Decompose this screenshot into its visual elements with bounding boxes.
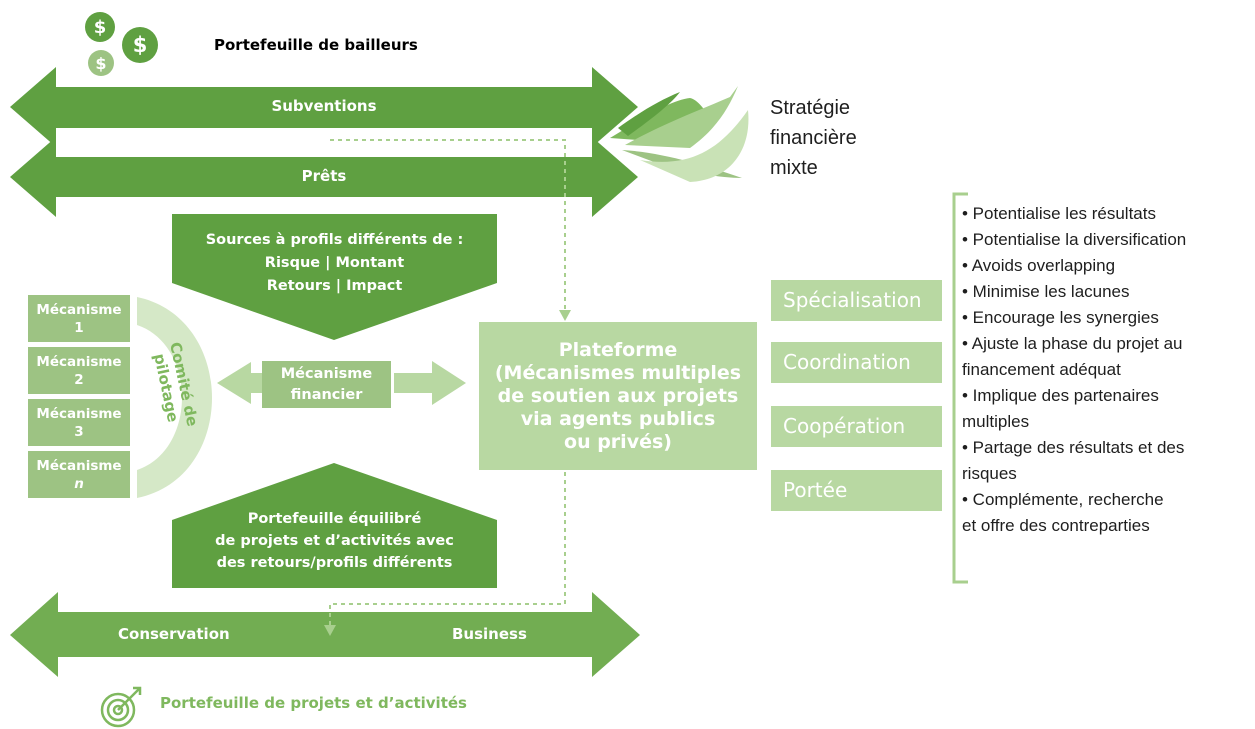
mechanism-number: n: [74, 475, 84, 492]
platform-to-business-connector: [329, 472, 566, 630]
mechanism-label: Mécanisme: [36, 301, 122, 318]
mixed-strategy-line: Stratégie: [770, 97, 851, 119]
project-portfolio-label: Portefeuille de projets et d’activités: [160, 694, 467, 712]
grants-to-platform-connector: [330, 139, 566, 318]
platform-line: via agents publics: [520, 407, 716, 430]
mixed-strategy-line: financière: [770, 127, 857, 149]
mixed-strategy-label: Stratégie financière mixte: [770, 93, 857, 183]
sources-line: Retours | Impact: [266, 278, 403, 294]
mixed-strategy-line: mixte: [770, 157, 818, 179]
financial-mechanism-line: Mécanisme: [280, 365, 373, 382]
donor-portfolio-label: Portefeuille de bailleurs: [214, 36, 418, 54]
benefits-bracket: [952, 192, 968, 584]
benefit-item: • Ajuste la phase du projet au: [962, 334, 1183, 353]
grants-arrow: [10, 67, 638, 147]
benefit-item: multiples: [962, 412, 1030, 431]
business-label: Business: [452, 625, 527, 643]
benefit-item: • Potentialise la diversification: [962, 230, 1187, 249]
right-arrow: [394, 361, 466, 405]
grants-label: Subventions: [271, 97, 377, 115]
balanced-portfolio-text: Portefeuille équilibré de projets et d’a…: [172, 508, 497, 574]
mechanism-number: 3: [74, 423, 84, 440]
platform-line: (Mécanismes multiples: [494, 361, 742, 384]
sources-line: Sources à profils différents de :: [205, 232, 464, 248]
svg-text:$: $: [94, 17, 107, 38]
benefit-item: • Minimise les lacunes: [962, 282, 1130, 301]
mechanism-label: Mécanisme: [36, 405, 122, 422]
sources-line: Risque | Montant: [264, 255, 405, 271]
benefit-item: • Avoids overlapping: [962, 256, 1116, 275]
financial-mechanism-line: financier: [290, 386, 363, 403]
benefit-item: et offre des contreparties: [962, 516, 1150, 535]
mechanism-box-n[interactable]: Mécanisme n: [28, 451, 130, 498]
benefit-item: • Partage des résultats et des: [962, 438, 1185, 457]
mechanism-number: 2: [74, 371, 84, 388]
platform-line: de soutien aux projets: [497, 384, 739, 407]
mechanism-box-2[interactable]: Mécanisme 2: [28, 347, 130, 394]
mechanism-number: 1: [74, 319, 84, 336]
financial-mechanism-box[interactable]: Mécanisme financier: [262, 361, 391, 408]
mechanism-label: Mécanisme: [36, 457, 122, 474]
sources-text: Sources à profils différents de : Risque…: [172, 229, 497, 298]
balanced-portfolio-line: des retours/profils différents: [216, 555, 453, 571]
left-arrow: [217, 362, 281, 404]
mechanism-box-1[interactable]: Mécanisme 1: [28, 295, 130, 342]
role-coordination[interactable]: Coordination: [771, 342, 942, 383]
role-cooperation[interactable]: Coopération: [771, 406, 942, 447]
benefit-item: • Implique des partenaires: [962, 386, 1159, 405]
role-specialisation[interactable]: Spécialisation: [771, 280, 942, 321]
benefit-item: • Encourage les synergies: [962, 308, 1159, 327]
loans-label: Prêts: [301, 167, 347, 185]
balanced-portfolio-line: de projets et d’activités avec: [215, 533, 454, 549]
svg-text:$: $: [95, 54, 106, 73]
steering-committee-arc: [137, 297, 212, 498]
conservation-business-arrow: [10, 592, 640, 677]
mechanism-box-3[interactable]: Mécanisme 3: [28, 399, 130, 446]
svg-text:$: $: [133, 33, 148, 57]
dollar-coins-icon: $ $ $: [85, 12, 158, 76]
platform-line: ou privés): [564, 430, 672, 453]
loans-arrow: [10, 137, 638, 217]
benefit-item: • Complémente, recherche: [962, 490, 1164, 509]
benefits-list: • Potentialise les résultats • Potential…: [962, 201, 1252, 539]
benefit-item: financement adéquat: [962, 360, 1121, 379]
balanced-portfolio-pentagon: [172, 463, 497, 588]
sources-pentagon: [172, 214, 497, 340]
target-icon: [100, 686, 142, 728]
platform-box[interactable]: Plateforme (Mécanismes multiples de sout…: [479, 322, 757, 470]
benefit-item: • Potentialise les résultats: [962, 204, 1156, 223]
conservation-label: Conservation: [118, 625, 230, 643]
role-reach[interactable]: Portée: [771, 470, 942, 511]
benefit-item: risques: [962, 464, 1017, 483]
balanced-portfolio-line: Portefeuille équilibré: [247, 511, 422, 527]
mixed-strategy-wave-icon: [610, 86, 749, 182]
platform-line: Plateforme: [558, 338, 678, 361]
mechanism-label: Mécanisme: [36, 353, 122, 370]
